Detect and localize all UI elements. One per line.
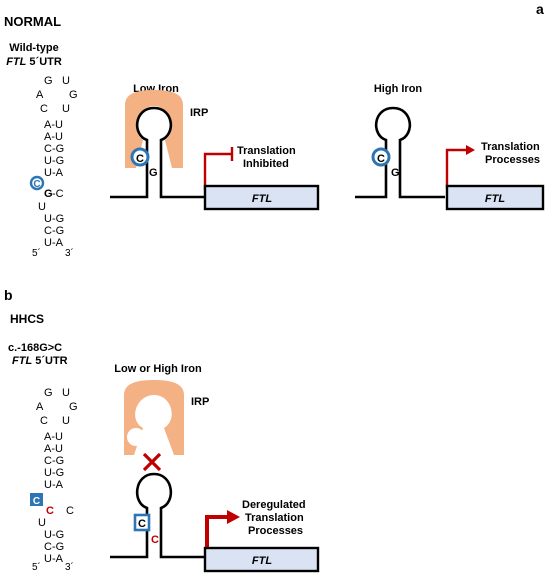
low-iron-loop-c: C	[136, 153, 144, 165]
seq-a-loop-top-right: U	[62, 75, 70, 87]
seq-b-bulge-c-red: C	[46, 505, 54, 517]
seq-b-stem-3: C-G	[44, 455, 64, 467]
panel-b-utr-label: FTL 5´UTR	[12, 355, 68, 367]
mutant-loop-c: C	[138, 518, 146, 530]
seq-b-stem-1: A-U	[44, 431, 63, 443]
seq-a-five-prime: 5´	[32, 247, 41, 259]
seq-a-loop-top-left: G	[44, 75, 53, 87]
low-iron-mrna	[110, 106, 205, 199]
seq-a-stem-2: A-U	[44, 131, 63, 143]
panel-b-utr-rest: 5´UTR	[32, 355, 68, 367]
deregulated-arrow	[205, 515, 228, 550]
panel-a-utr-rest: 5´UTR	[26, 56, 62, 68]
seq-b-loop-mid-right: G	[69, 401, 78, 413]
seq-b-three-prime: 3´	[65, 561, 74, 573]
seq-a-stem-5: U-A	[44, 167, 64, 179]
seq-a-loop-low-right: U	[62, 103, 70, 115]
panel-a-heading: NORMAL	[4, 14, 61, 29]
seq-b-stem-5: U-A	[44, 479, 64, 491]
translation-arrow	[445, 148, 466, 188]
panel-a-utr-label-line2: FTL 5´UTR	[6, 56, 62, 68]
low-iron-ftl-label: FTL	[252, 193, 272, 205]
low-iron-irp-label: IRP	[190, 107, 208, 119]
mutant-ftl-gene-box	[203, 546, 320, 573]
panel-b-utr-gene: FTL	[12, 355, 32, 367]
high-iron-title: High Iron	[374, 83, 423, 95]
panel-b-mutation: c.-168G>C	[8, 342, 62, 354]
seq-b-bulge-c-box: C	[33, 496, 40, 507]
panel-a-sequence: G U A G C U A-U A-U C-G U-G U-A C G -C U…	[29, 75, 78, 259]
seq-a-loop-mid-right: G	[69, 89, 78, 101]
inhibition-arrow	[203, 147, 234, 190]
seq-b-loop-low-right: U	[62, 415, 70, 427]
seq-a-bulge-c: C	[33, 179, 40, 190]
low-iron-ftl-gene-box	[203, 184, 320, 211]
seq-a-stem-1: A-U	[44, 119, 63, 131]
panel-a-letter: a	[536, 1, 544, 17]
seq-b-loop-low-left: C	[40, 415, 48, 427]
seq-b-stem-2: A-U	[44, 443, 63, 455]
condition-translation-line3: Processes	[248, 525, 303, 537]
seq-a-loop-mid-left: A	[36, 89, 44, 101]
irp-binding-gap	[127, 428, 145, 446]
condition-title: Low or High Iron	[114, 363, 202, 375]
condition-translation-line1: Deregulated	[242, 499, 306, 511]
seq-a-lower-2: C-G	[44, 225, 64, 237]
high-iron-ftl-gene-box	[445, 184, 545, 211]
low-iron-loop-c-circle	[130, 147, 150, 167]
seq-a-bulge-pair-tail: -C	[52, 188, 64, 200]
high-iron-loop-c-circle	[371, 147, 391, 167]
mutant-mrna	[110, 472, 205, 559]
panel-a-utr-gene: FTL	[6, 56, 26, 68]
seq-a-lower-1: U-G	[44, 213, 64, 225]
seq-a-bulge-u: U	[38, 201, 46, 213]
high-iron-loop-c: C	[377, 153, 385, 165]
low-iron-loop-g: G	[149, 167, 158, 179]
low-iron-translation-line2: Inhibited	[243, 158, 289, 170]
mutant-loop-c-red: C	[151, 534, 159, 546]
seq-b-bulge-u: U	[38, 517, 46, 529]
seq-a-stem-3: C-G	[44, 143, 64, 155]
seq-b-loop-top-right: U	[62, 387, 70, 399]
seq-b-loop-top-left: G	[44, 387, 53, 399]
binding-blocked-x	[142, 452, 162, 472]
seq-a-lower-3: U-A	[44, 237, 64, 249]
high-iron-translation-line1: Translation	[481, 141, 540, 153]
panel-b-letter: b	[4, 287, 13, 303]
seq-b-bulge-c-right: C	[66, 505, 74, 517]
panel-b-heading: HHCS	[10, 312, 44, 326]
deregulated-arrowhead	[227, 510, 240, 524]
seq-b-stem-4: U-G	[44, 467, 64, 479]
high-iron-mrna	[355, 106, 445, 199]
seq-b-five-prime: 5´	[32, 561, 41, 573]
low-iron-translation-line1: Translation	[237, 145, 296, 157]
condition-irp-label: IRP	[191, 396, 209, 408]
seq-b-lower-1: U-G	[44, 529, 64, 541]
high-iron-loop-g: G	[391, 167, 400, 179]
mutant-loop-c-box	[133, 513, 151, 532]
bulge-c-box	[30, 493, 43, 506]
seq-b-lower-3: U-A	[44, 553, 64, 565]
high-iron-ftl-label: FTL	[485, 193, 505, 205]
seq-a-bulge-g: G	[44, 188, 53, 200]
panel-a-utr-label-line1: Wild-type	[9, 42, 58, 54]
seq-b-loop-mid-left: A	[36, 401, 44, 413]
seq-b-lower-2: C-G	[44, 541, 64, 553]
mutant-ftl-label: FTL	[252, 555, 272, 567]
seq-a-loop-low-left: C	[40, 103, 48, 115]
seq-a-three-prime: 3´	[65, 247, 74, 259]
seq-a-stem-4: U-G	[44, 155, 64, 167]
bulge-c-circle	[29, 175, 45, 191]
high-iron-translation-line2: Processes	[485, 154, 540, 166]
condition-translation-line2: Translation	[245, 512, 304, 524]
translation-arrowhead	[466, 145, 475, 155]
panel-b-sequence: G U A G C U A-U A-U C-G U-G U-A C C C U …	[30, 387, 78, 573]
